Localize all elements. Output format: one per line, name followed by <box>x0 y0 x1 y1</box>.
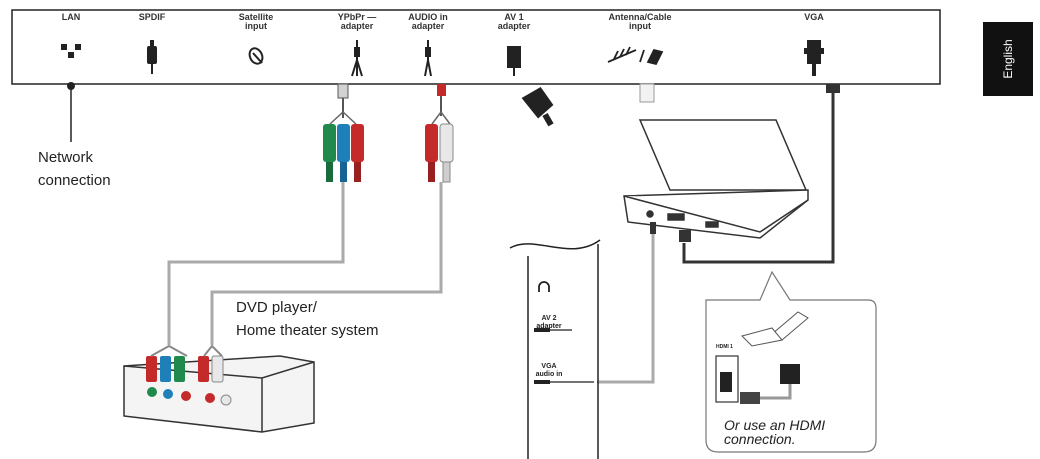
minijack-splitter-icon <box>424 40 432 77</box>
cable-to-dvd <box>167 182 443 345</box>
vga-cable <box>682 84 840 264</box>
spdif-port-label: SPDIF <box>138 12 166 22</box>
vga-port-label: VGA <box>804 12 824 22</box>
vga-connector-icon <box>804 40 824 76</box>
vga-audio-in-label: VGA audio in <box>535 363 563 378</box>
dvd-player <box>123 355 315 433</box>
ypbpr-port-label: YPbPr — adapter <box>337 12 377 31</box>
language-tab: English <box>983 22 1033 96</box>
lan-jack-dot <box>67 82 75 90</box>
headphone-icon <box>538 281 550 292</box>
audio-in-cable <box>425 84 454 183</box>
av1-port-label: AV 1 adapter <box>497 12 531 31</box>
hdmi-note: Or use an HDMI connection. <box>724 417 826 447</box>
laptop <box>623 119 809 239</box>
av2-minijack-icon <box>534 328 572 332</box>
language-tab-label: English <box>1001 39 1015 79</box>
audio-in-port-label: AUDIO in adapter <box>408 12 448 31</box>
hdmi-port-label: HDMI 1 <box>716 344 733 350</box>
vga-audio-jack-icon <box>534 380 594 384</box>
antenna-cable-icon <box>607 46 664 66</box>
satellite-port-label: Satellite input <box>238 12 274 31</box>
hdmi-inset <box>705 270 877 453</box>
laptop-audio-cable <box>597 222 691 384</box>
antenna-port-label: Antenna/Cable input <box>608 12 672 31</box>
antenna-plug <box>639 83 655 103</box>
satellite-dish-icon <box>248 47 264 65</box>
lan-port-label: LAN <box>61 12 81 22</box>
dvd-rca-plugs <box>146 344 224 383</box>
scart-adapter-icon <box>507 46 521 76</box>
dvd-player-label: DVD player/ Home theater system <box>236 299 379 339</box>
minijack-splitter-icon <box>351 40 363 77</box>
dvd-jacks <box>147 387 232 406</box>
lan-network-icon <box>61 44 81 58</box>
rca-plug-icon <box>147 40 157 74</box>
scart-adapter-plug <box>521 87 554 127</box>
av2-adapter-label: AV 2 adapter <box>536 315 562 330</box>
tv-side-panel <box>509 239 601 459</box>
tv-back-panel <box>11 9 941 85</box>
ypbpr-cable <box>323 83 364 182</box>
network-connection-label: Network connection <box>38 149 111 189</box>
